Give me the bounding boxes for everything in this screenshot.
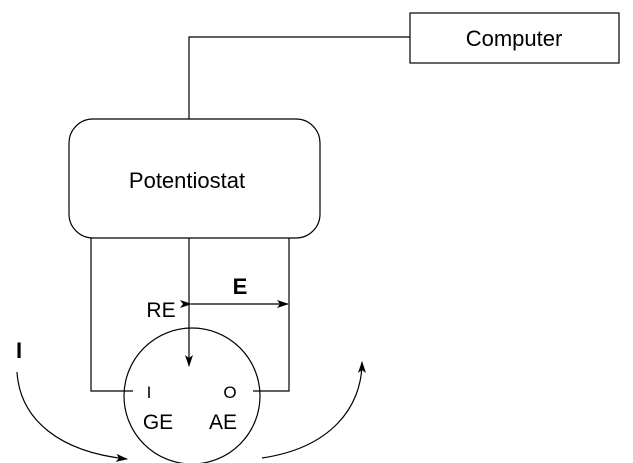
working-electrode-lead [90, 238, 133, 392]
reference-electrode-label: RE [146, 299, 175, 322]
current-label: I [16, 338, 22, 363]
counter-electrode-lead [253, 238, 290, 392]
electrochemical-cell [123, 327, 261, 463]
current-arrow-right [261, 361, 366, 459]
potentiostat-label: Potentiostat [129, 168, 245, 193]
computer-label: Computer [466, 26, 563, 51]
computer-link-wire [188, 36, 410, 119]
counter-electrode-terminal-label: O [223, 383, 236, 402]
computer-box: Computer [409, 12, 620, 64]
working-electrode-label: GE [143, 411, 173, 434]
current-arrow-left [16, 371, 128, 462]
potentiostat-box: Potentiostat [68, 118, 321, 239]
working-electrode-terminal-label: I [147, 383, 152, 402]
counter-electrode-label: AE [209, 411, 237, 434]
potential-label: E [233, 274, 248, 299]
